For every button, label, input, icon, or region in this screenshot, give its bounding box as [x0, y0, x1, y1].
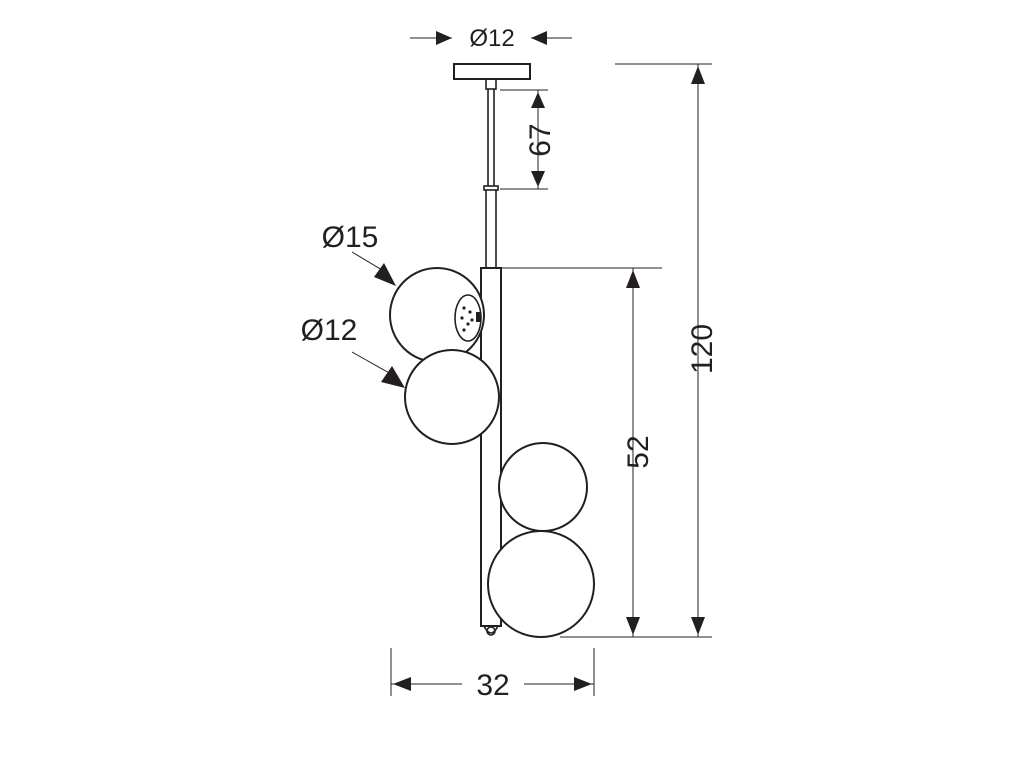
globe-large-bottom — [487, 530, 595, 638]
large-globe-diameter-label: Ø15 — [322, 221, 379, 254]
globe-small-left — [404, 349, 500, 445]
total-width-dimension: 32 — [390, 648, 595, 702]
total-height-label: 120 — [686, 324, 719, 374]
total-height-dimension: 120 — [615, 63, 719, 638]
globe-small-right — [498, 442, 588, 532]
small-globe-diameter-label: Ø12 — [301, 314, 358, 347]
total-width-label: 32 — [476, 669, 509, 702]
lamp-body-tube — [480, 267, 502, 636]
large-globe-callout: Ø15 — [322, 221, 396, 286]
globe-large-top — [389, 267, 485, 363]
globe-socket — [454, 294, 482, 342]
canopy-dimension: Ø12 — [410, 25, 572, 52]
small-globe-callout: Ø12 — [301, 314, 405, 388]
body-height-dimension: 52 — [498, 267, 662, 638]
body-height-label: 52 — [622, 435, 655, 468]
ceiling-canopy — [453, 63, 531, 80]
canopy-diameter-label: Ø12 — [469, 25, 514, 52]
stem-dimension: 67 — [500, 89, 557, 190]
suspension-rod — [483, 78, 499, 268]
stem-length-label: 67 — [524, 123, 557, 156]
